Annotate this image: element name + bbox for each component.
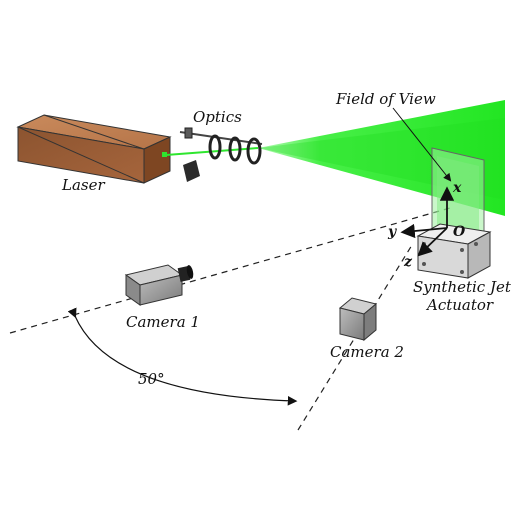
camera-1-viewing-line <box>9 207 451 334</box>
optics-lenses <box>179 127 263 182</box>
camera-2-label: Camera 2 <box>330 343 404 361</box>
camera-1-label: Camera 1 <box>126 313 200 331</box>
angle-arc <box>67 307 298 406</box>
x-axis-label: x <box>452 180 462 196</box>
y-axis-label: y <box>387 224 397 240</box>
camera-2-viewing-line <box>297 244 413 431</box>
laser-device <box>16 114 172 184</box>
field-of-view-pointer <box>392 107 452 182</box>
laser-label: Laser <box>61 176 105 194</box>
coordinate-axes <box>400 186 455 257</box>
optics-label: Optics <box>193 108 242 126</box>
field-of-view-label: Field of View <box>335 90 436 108</box>
laser-beam <box>165 147 259 156</box>
origin-label: O <box>453 224 466 240</box>
actuator-label-line-2: Actuator <box>425 296 494 314</box>
z-axis-label: z <box>403 254 413 270</box>
angle-label: 50° <box>138 370 165 388</box>
actuator-label-line-1: Synthetic Jet <box>413 278 512 296</box>
camera-2-device <box>338 297 378 342</box>
camera-1-device <box>124 264 194 306</box>
